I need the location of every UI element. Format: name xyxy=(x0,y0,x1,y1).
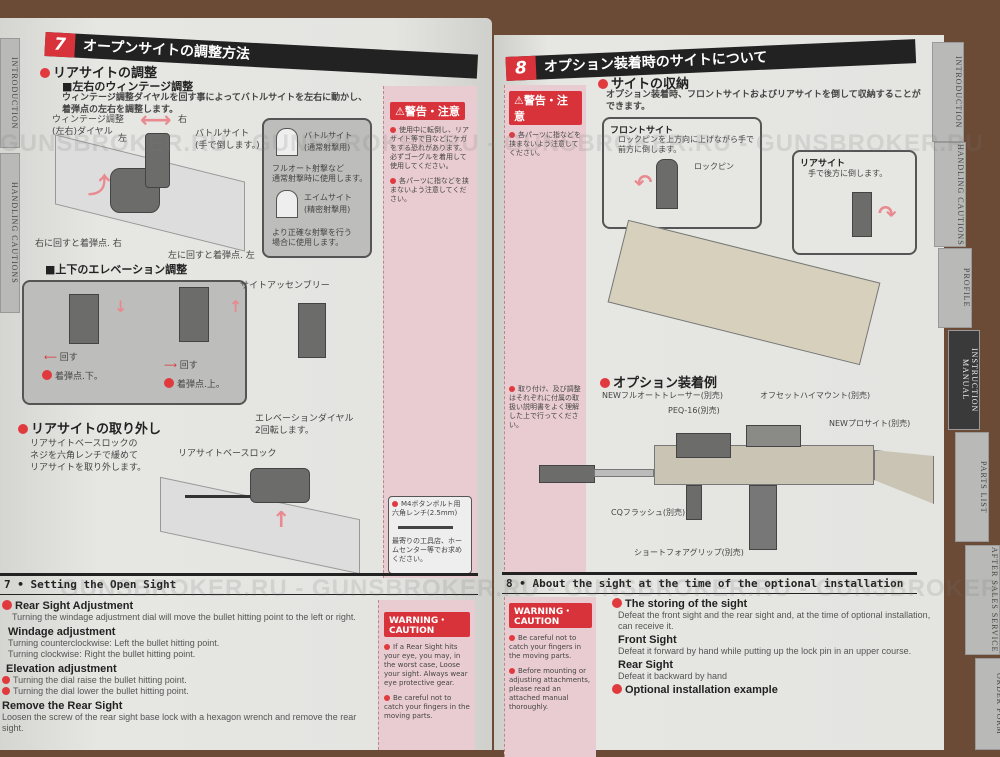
front-sight-illustration xyxy=(656,159,678,209)
rear-sight-callout: リアサイト 手で後方に倒します。 ↷ xyxy=(792,150,917,255)
hex-wrench-illustration xyxy=(185,495,250,498)
right-page: 8 オプション装着時のサイトについて ⚠警告・注意 各パーツに指などを挟まないよ… xyxy=(494,35,944,757)
rotate-arrow-icon: ⤴ xyxy=(88,174,111,199)
tab-order-form[interactable]: ORDER FORM xyxy=(975,658,1000,750)
warning-badge: ⚠警告・注意 xyxy=(390,102,465,120)
label-offset-mount: オフセットハイマウント(別売) xyxy=(760,391,871,400)
elevation-subheading: ■上下のエレベーション調整 xyxy=(45,263,188,276)
english-section-8: The storing of the sight Defeat the fron… xyxy=(612,598,942,696)
hex-wrench-icon xyxy=(398,526,453,529)
stock-illustration xyxy=(874,450,934,504)
prosight-illustration xyxy=(746,425,801,447)
windage-subheading: ■左右のウィンテージ調整 xyxy=(62,80,194,93)
english-warning-column-8: WARNING・CAUTION Be careful not to catch … xyxy=(504,597,596,757)
rear-adjust-heading: リアサイトの調整 xyxy=(40,62,157,81)
front-sight-callout: フロントサイト ロックピンを上方向に上げながら手で 前方に倒します。 ロックピン… xyxy=(602,117,762,229)
tab-introduction[interactable]: INTRODUCTION xyxy=(932,42,964,142)
section-title: オープンサイトの調整方法 xyxy=(82,37,251,63)
example-heading: オプション装着例 xyxy=(600,372,717,391)
battle-sight-icon xyxy=(276,128,298,156)
right-arrow-icon: ⟶ xyxy=(164,361,177,371)
label-tracer: NEWフルオートトレーサー(別売) xyxy=(602,391,724,400)
sight-assembly-illustration xyxy=(298,303,326,358)
tab-introduction-left[interactable]: INTRODUCTION xyxy=(0,38,20,148)
base-lock-label: リアサイトベースロック xyxy=(178,449,277,459)
bullet-icon xyxy=(40,68,50,78)
sight-down-illustration xyxy=(69,294,99,344)
label-prosight: NEWプロサイト(別売) xyxy=(829,419,911,428)
tracer-illustration xyxy=(539,465,595,483)
tab-handling-cautions[interactable]: HANDLING CAUTIONS xyxy=(934,142,966,247)
warning-item-2: 取り付け、及び調整はそれぞれに付属の取扱い説明書をよく理解した上で行ってください… xyxy=(509,385,581,429)
left-arrow-icon: ⟵ xyxy=(44,353,57,363)
tab-handling-cautions-left[interactable]: HANDLING CAUTIONS xyxy=(0,153,20,313)
storing-desc: オプション装着時、フロントサイトおよびリアサイトを倒して収納することが できます… xyxy=(606,90,921,112)
english-section-8-header: 8 • About the sight at the time of the o… xyxy=(502,572,917,594)
down-arrow-icon: ↓ xyxy=(114,297,128,316)
elevation-box: ↓ ↑ ⟵ 回す 着弾点.下。 ⟶ 回す 着弾点.上。 xyxy=(22,280,247,405)
english-warning-column-7: WARNING・CAUTION If a Rear Sight hits you… xyxy=(378,600,475,750)
watermark: GUNSBROKER.RU - GUNSBROKER.RU - GUNSBROK… xyxy=(0,130,984,157)
left-label: 左 xyxy=(118,134,128,144)
english-section-7: Rear Sight Adjustment Turning the windag… xyxy=(2,600,357,733)
battle-sight-label: バトルサイト (手で倒します。) xyxy=(195,129,260,151)
remove-desc: リアサイトベースロックの ネジを六角レンチで緩めて リアサイトを取り外します。 xyxy=(30,439,147,473)
rear-sight-illustration xyxy=(145,133,170,188)
warning-triangle-icon: ⚠ xyxy=(395,105,405,118)
watermark: GUNSBROKER.RU - GUNSBROKER.RU - GUNSBROK… xyxy=(60,575,1000,602)
left-page: INTRODUCTION HANDLING CAUTIONS 7 オープンサイト… xyxy=(0,18,492,750)
tab-profile[interactable]: PROFILE xyxy=(938,248,972,328)
label-cq-flash: CQフラッシュ(別売) xyxy=(611,508,686,517)
section-number: 7 xyxy=(44,32,76,58)
peq16-illustration xyxy=(676,433,731,458)
foregrip-illustration xyxy=(686,485,702,520)
magazine-illustration xyxy=(749,485,777,550)
sight-callout: バトルサイト (通常射撃用) フルオート射撃など 通常射撃時に使用します。 エイ… xyxy=(262,118,372,258)
rotate-arrow-icon: ↶ xyxy=(634,171,653,196)
turn-left-label: 左に回すと着弾点. 左 xyxy=(168,251,255,261)
rotate-arrow-icon: ↷ xyxy=(878,202,897,227)
remove-heading: リアサイトの取り外し xyxy=(18,418,161,437)
label-fore-grip: ショートフォアグリップ(別売) xyxy=(634,548,744,557)
up-arrow-icon: ↑ xyxy=(272,508,291,533)
up-arrow-icon: ↑ xyxy=(229,297,243,316)
storing-heading: サイトの収納 xyxy=(598,73,689,92)
right-label: 右 xyxy=(178,115,188,125)
wrench-note: M4ボタンボルト用 六角レンチ(2.5mm) 最寄りの工具店、ホームセンター等で… xyxy=(388,496,472,574)
aim-sight-icon xyxy=(276,190,298,218)
base-lock-illustration xyxy=(250,468,310,503)
warning-column: ⚠警告・注意 各パーツに指などを挟まないよう注意してください。 取り付け、及び調… xyxy=(504,85,586,575)
turn-right-label: 右に回すと着弾点. 右 xyxy=(35,239,122,249)
sight-assembly-label: サイトアッセンブリー xyxy=(240,281,330,291)
english-section-7-header: 7 • Setting the Open Sight xyxy=(0,573,478,595)
barrel-illustration xyxy=(594,469,654,477)
left-right-arrow-icon: ⟷ xyxy=(140,108,172,133)
tab-instruction-manual[interactable]: INSTRUCTION MANUAL xyxy=(948,330,980,430)
section-8-header: 8 オプション装着時のサイトについて xyxy=(505,39,917,81)
warning-column: ⚠警告・注意 使用中に転倒し、リアサイト等で目などにケガをする恐れがあります。必… xyxy=(383,86,477,578)
section-number: 8 xyxy=(505,55,537,81)
label-peq16: PEQ-16(別売) xyxy=(668,406,720,415)
windage-desc: ウィンテージ調整ダイヤルを回す事によってバトルサイトを左右に動かし、 着弾点の左… xyxy=(62,93,368,115)
warning-triangle-icon: ⚠ xyxy=(514,94,524,107)
sight-up-illustration xyxy=(179,287,209,342)
rear-sight-illustration xyxy=(852,192,872,237)
elevation-dial-label: エレベーションダイヤル 2回転します。 xyxy=(255,414,354,436)
section-title: オプション装着時のサイトについて xyxy=(543,49,768,76)
dial-label: ウィンテージ調整 (左右)ダイヤル xyxy=(52,115,124,137)
tab-parts-list[interactable]: PARTS LIST xyxy=(955,432,989,542)
